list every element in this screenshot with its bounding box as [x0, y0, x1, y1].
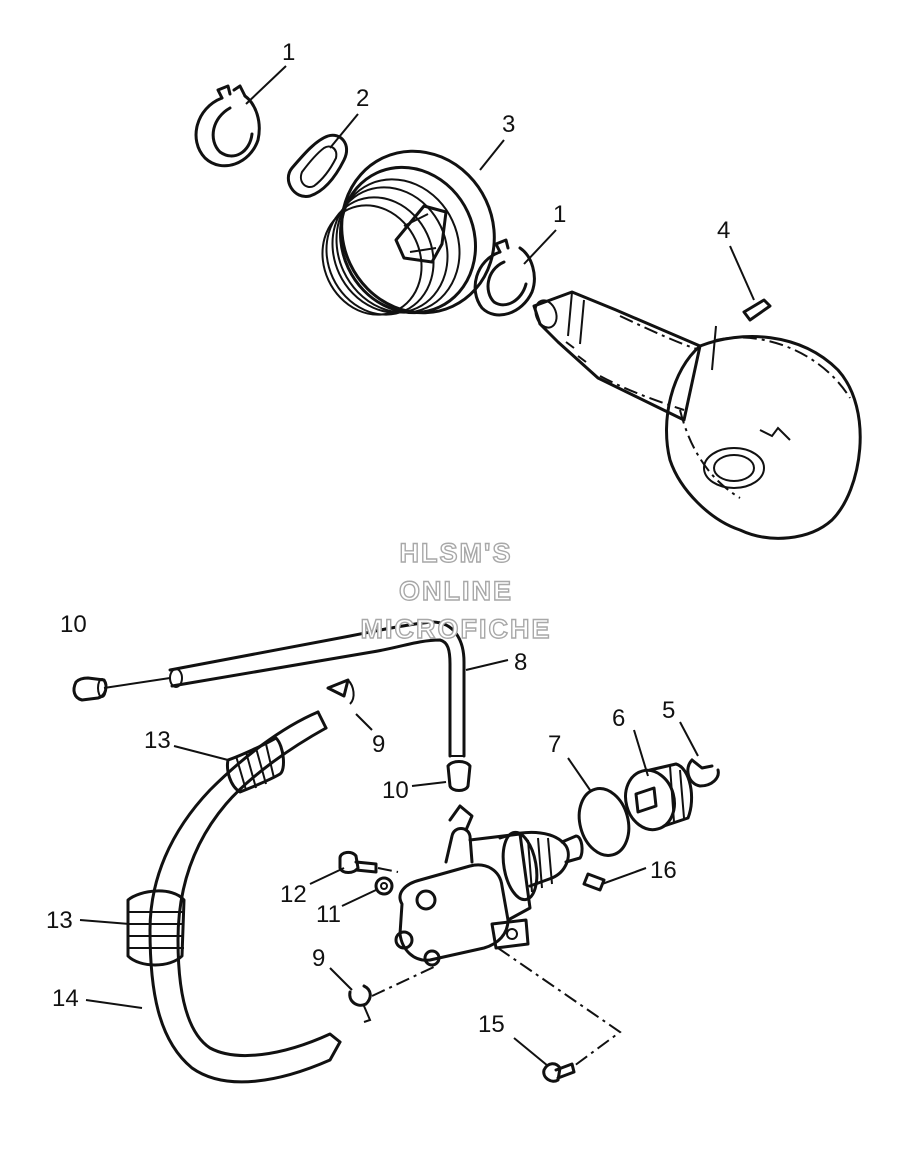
callout-5: 5	[662, 697, 675, 724]
callout-10-left: 10	[60, 611, 87, 638]
callout-4: 4	[717, 217, 730, 244]
callout-2: 2	[356, 85, 369, 112]
watermark-line-3: MICROFICHE	[361, 614, 552, 644]
callout-7: 7	[548, 731, 561, 758]
drive-shaft	[532, 290, 702, 422]
oil-pump-body	[394, 804, 584, 967]
clip-part-9-upper	[326, 678, 355, 705]
watermark-line-2: ONLINE	[399, 576, 513, 606]
callout-8: 8	[514, 649, 527, 676]
callout-14: 14	[52, 985, 79, 1012]
watermark-line-1: HLSM'S	[400, 538, 513, 568]
clip-part-9-lower	[348, 984, 372, 1023]
callout-12: 12	[280, 881, 307, 908]
circlip-part-5	[686, 758, 720, 788]
callout-13-lower: 13	[46, 907, 73, 934]
callout-6: 6	[612, 705, 625, 732]
callout-1-lower: 1	[553, 201, 566, 228]
callout-9-upper: 9	[372, 731, 385, 758]
spring-part-13-upper	[226, 736, 285, 794]
callout-1-upper: 1	[282, 39, 295, 66]
hose-part-14	[148, 710, 342, 1084]
washer-part-11	[374, 876, 394, 896]
pin-part-4	[711, 298, 772, 371]
sleeve-part-10-left	[72, 676, 108, 702]
sleeve-part-10-right	[446, 760, 472, 792]
callout-16: 16	[650, 857, 677, 884]
callout-15: 15	[478, 1011, 505, 1038]
leader-lines	[79, 65, 755, 1067]
link-plate-part-2	[286, 133, 349, 198]
callout-10-right: 10	[382, 777, 409, 804]
circlip-part-1-lower	[473, 238, 536, 317]
pin-part-16	[582, 872, 606, 892]
crankcase-cover	[665, 335, 862, 540]
callout-3: 3	[502, 111, 515, 138]
gear-part-6	[624, 762, 694, 832]
callout-9-lower: 9	[312, 945, 325, 972]
watermark: HLSM'S ONLINE MICROFICHE	[360, 537, 552, 644]
screw-alignment-line	[497, 947, 622, 1067]
clip-alignment-line	[371, 965, 437, 997]
spring-part-13-lower	[126, 889, 186, 967]
screw-part-15	[542, 1062, 576, 1083]
pulley-part-3	[321, 149, 496, 316]
o-ring-part-7	[577, 787, 631, 857]
callout-11: 11	[316, 901, 341, 928]
screw-part-12	[338, 850, 399, 874]
circlip-part-1-upper	[194, 84, 261, 168]
oil-line-part-8	[103, 620, 466, 758]
callout-13-upper: 13	[144, 727, 171, 754]
